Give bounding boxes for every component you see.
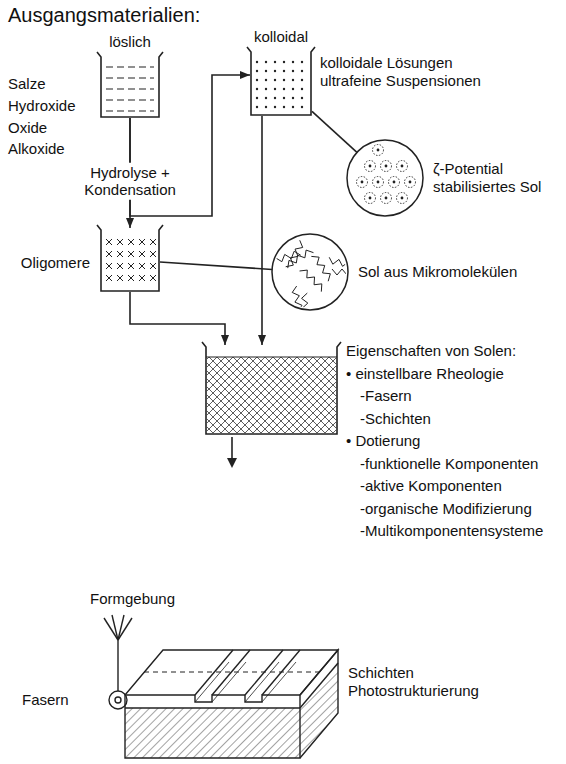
title: Ausgangsmaterialien: [8,4,200,27]
node-label: -organische Modifizierung [360,500,532,518]
sample-node: Oligomere [100,228,160,292]
node-label: -funktionelle Komponenten [360,455,538,473]
annotation: Fasern [22,691,69,709]
zoom-circle [347,140,423,216]
beaker-symbol [100,55,160,118]
node-label: ζ-Potential stabilisiertes Sol [433,160,561,196]
node-label: kolloidale Lösungen ultrafeine Suspensio… [320,54,492,90]
outflow-arrow [227,437,237,468]
beaker-symbol [100,228,160,292]
flow-connector [130,292,225,345]
flow-connector [312,111,357,152]
node-label: löslich [109,33,151,51]
sample-node: Sol aus Mikromolekülen [272,234,348,310]
node-label: Sol aus Mikromolekülen [358,263,517,281]
beaker-symbol [250,50,312,116]
node-label: -aktive Komponenten [360,477,502,495]
sample-node: kolloidalkolloidale Lösungen ultrafeine … [250,50,312,116]
sample-node: löslichSalze Hydroxide Oxide Alkoxide [100,55,160,118]
coated-substrate [125,650,338,758]
zoom-circle [272,234,348,310]
node-label: Eigenschaften von Solen: [346,342,516,360]
sample-node: ζ-Potential stabilisiertes Sol [347,140,423,216]
node-label: kolloidal [254,28,308,46]
annotation: Schichten Photostrukturierung [348,664,479,700]
node-label: -Schichten [360,410,431,428]
beaker-symbol [205,345,338,435]
node-label: • Dotierung [346,432,420,450]
node-label: Salze Hydroxide Oxide Alkoxide [8,73,76,160]
flow-connector [261,116,263,345]
node-label: -Fasern [360,387,412,405]
sample-node: Eigenschaften von Solen:• einstellbare R… [205,345,338,435]
flow-connector [160,262,272,269]
node-label: • einstellbare Rheologie [346,365,504,383]
node-label: Oligomere [21,254,90,272]
edge-label: Hydrolyse + Kondensation [81,163,179,200]
annotation: Formgebung [90,590,175,608]
node-label: -Multikomponentensysteme [360,522,543,540]
